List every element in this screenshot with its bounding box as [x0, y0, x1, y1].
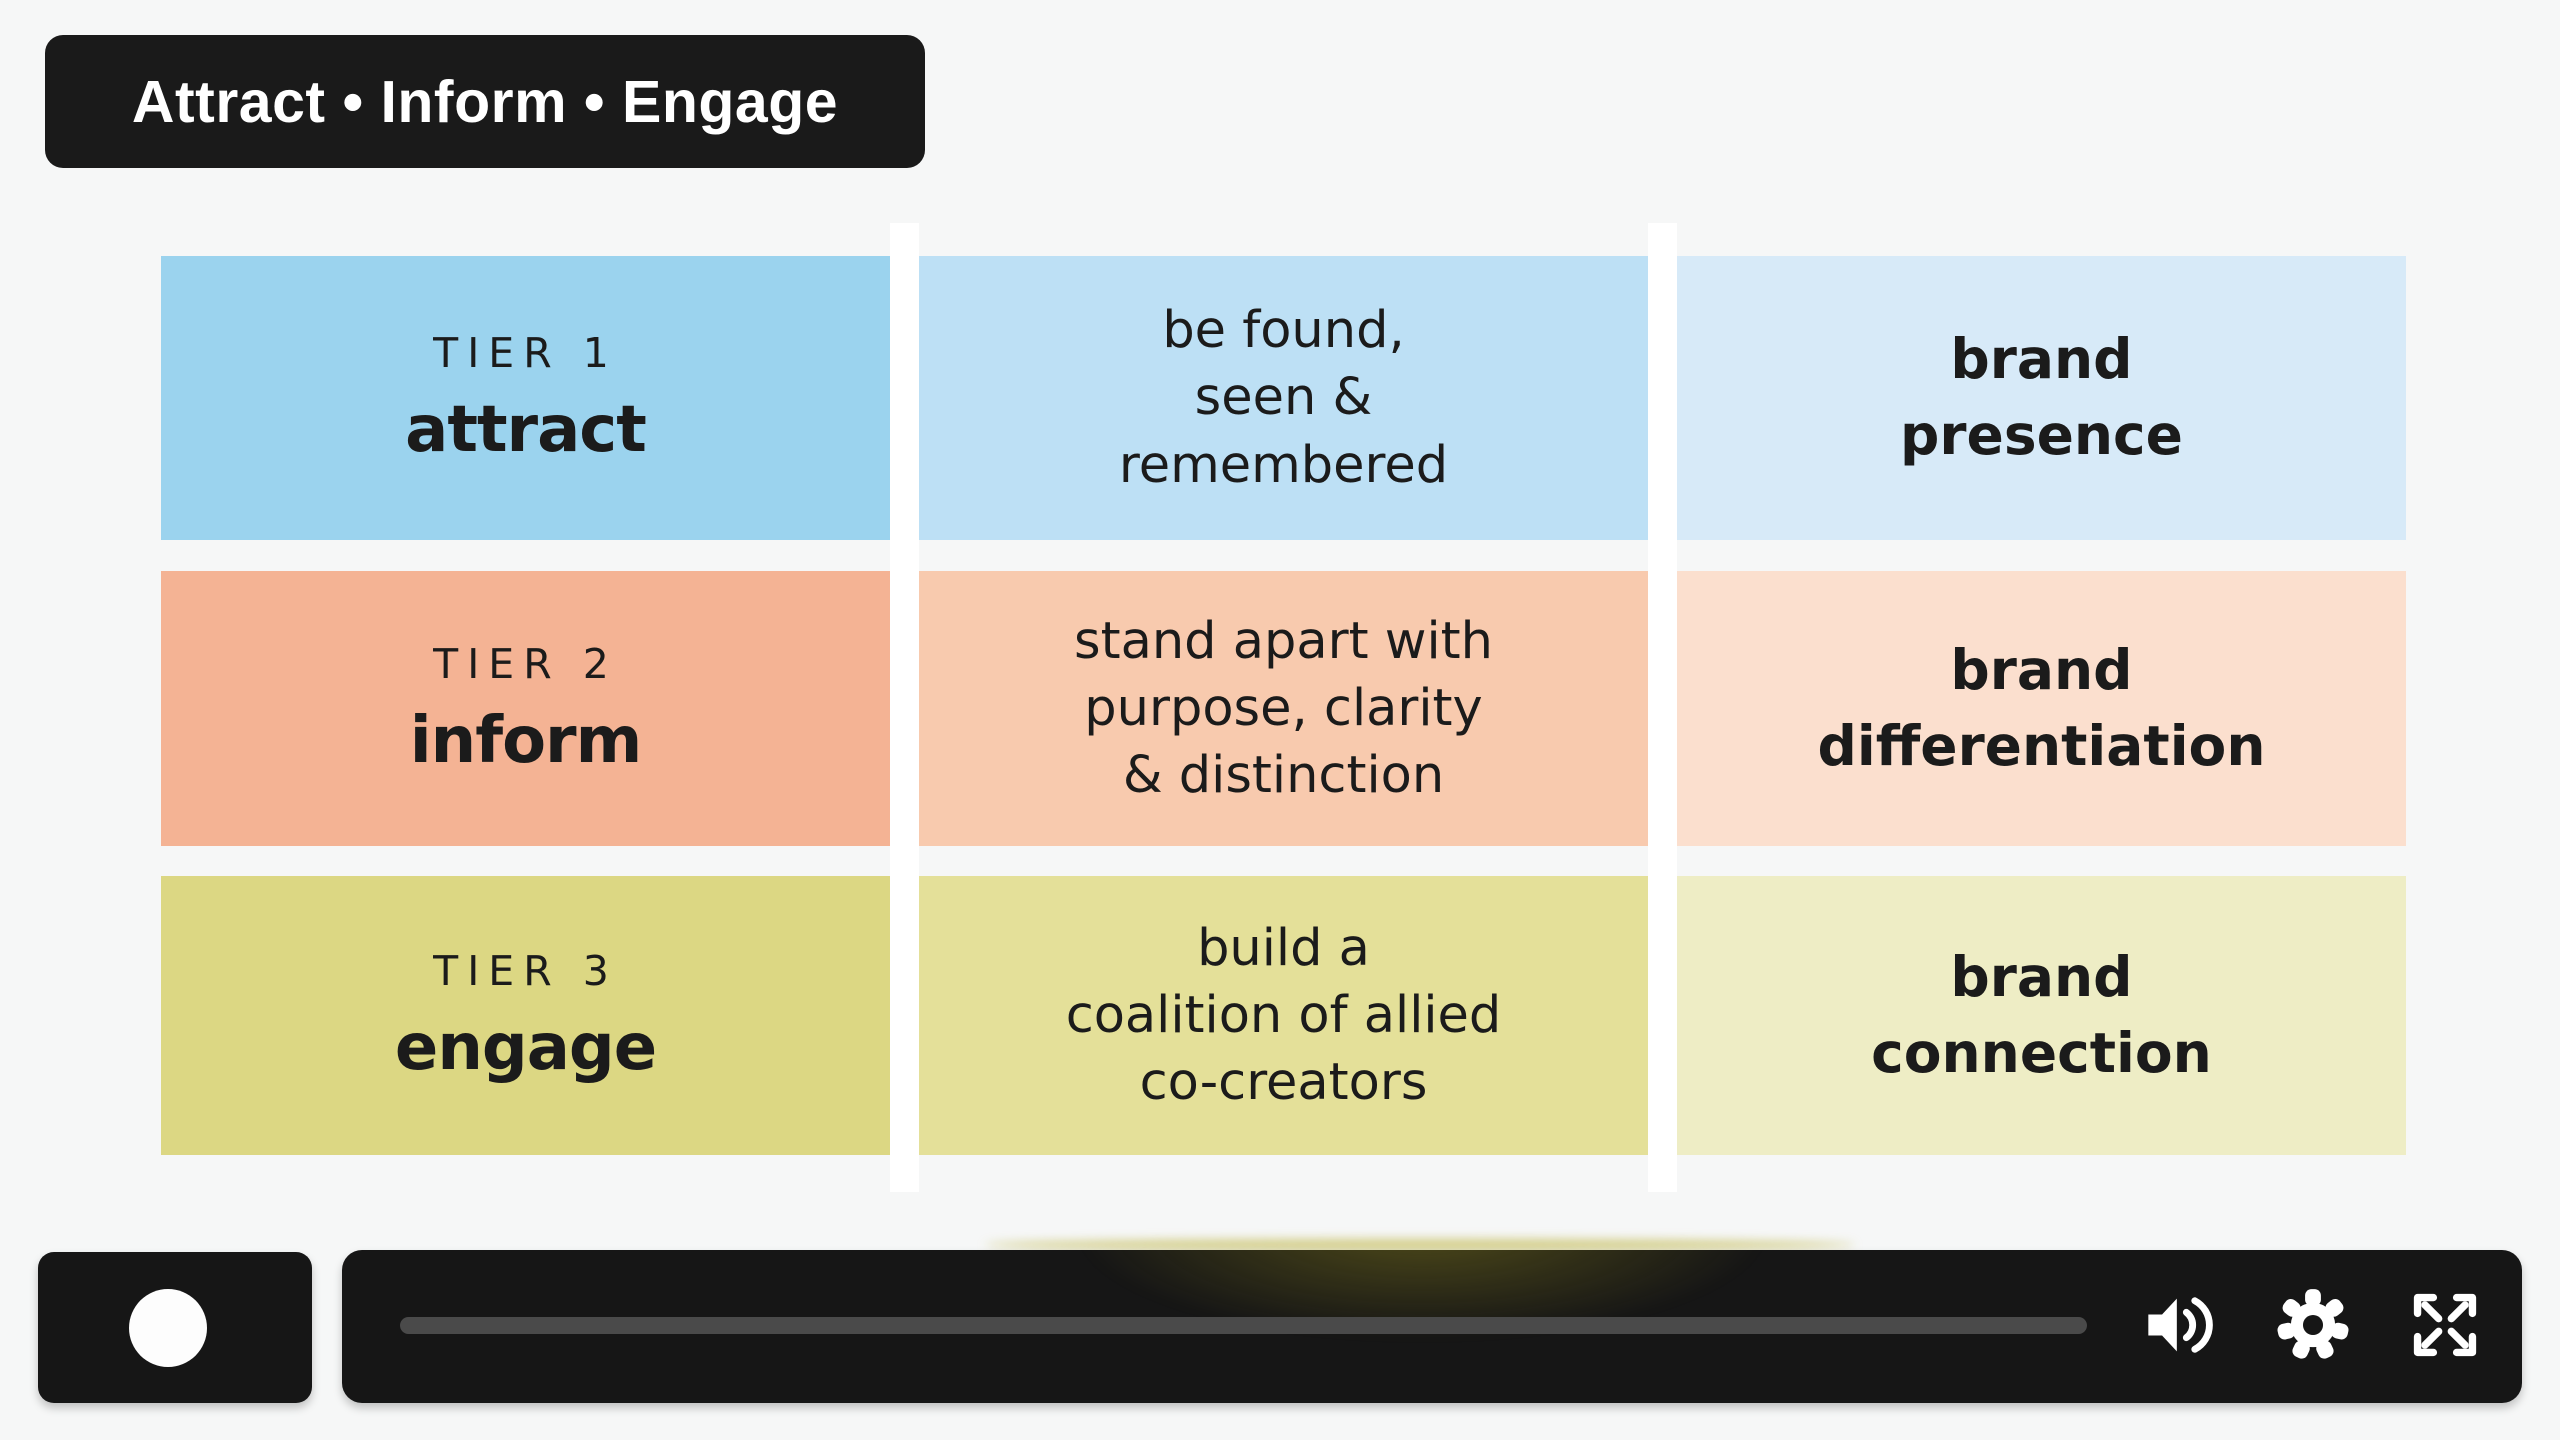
slide-title-badge: Attract • Inform • Engage	[45, 35, 925, 168]
tier2-keyword: inform	[409, 703, 643, 778]
tier2-label: TIER 2	[433, 639, 618, 688]
tier2-label-cell: TIER 2 inform	[161, 571, 890, 846]
fullscreen-icon[interactable]	[2407, 1287, 2483, 1363]
record-button[interactable]	[38, 1252, 312, 1403]
column-gap-strip	[890, 223, 919, 1192]
tier1-label-cell: TIER 1 attract	[161, 256, 890, 540]
tier2-description-cell: stand apart with purpose, clarity & dist…	[919, 571, 1648, 846]
tier3-description-cell: build a coalition of allied co-creators	[919, 876, 1648, 1155]
progress-bar[interactable]	[400, 1317, 2087, 1334]
tier2-description: stand apart with purpose, clarity & dist…	[1074, 611, 1493, 806]
player-control-bar[interactable]	[342, 1250, 2522, 1403]
tier1-description: be found, seen & remembered	[1118, 301, 1449, 495]
tier1-outcome: brand presence	[1900, 327, 2183, 467]
tier1-description-cell: be found, seen & remembered	[919, 256, 1648, 540]
volume-icon[interactable]	[2142, 1287, 2218, 1363]
record-circle-icon	[129, 1288, 207, 1367]
settings-gear-icon[interactable]	[2275, 1287, 2351, 1363]
tier3-description: build a coalition of allied co-creators	[1065, 918, 1502, 1113]
tier1-outcome-cell: brand presence	[1677, 256, 2406, 540]
tier1-label: TIER 1	[433, 329, 618, 377]
tier2-outcome-cell: brand differentiation	[1677, 571, 2406, 846]
tier1-keyword: attract	[405, 393, 647, 467]
tier3-label-cell: TIER 3 engage	[161, 876, 890, 1155]
column-gap-strip	[1648, 223, 1677, 1192]
tier3-outcome: brand connection	[1871, 944, 2212, 1085]
tier2-outcome: brand differentiation	[1817, 637, 2266, 778]
tier3-label: TIER 3	[433, 946, 618, 995]
tier3-outcome-cell: brand connection	[1677, 876, 2406, 1155]
tier3-keyword: engage	[394, 1010, 657, 1085]
